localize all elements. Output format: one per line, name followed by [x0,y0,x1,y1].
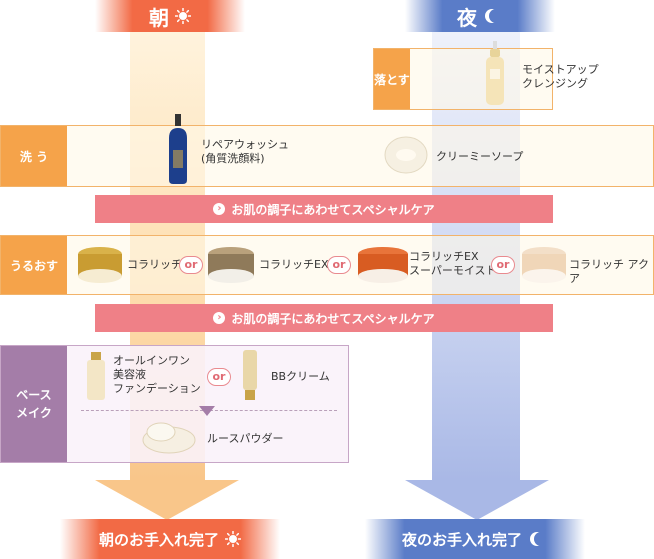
creamy-soap-image [384,136,428,174]
night-header: 夜 [405,0,555,32]
or-badge: or [327,256,351,274]
night-complete-label: 夜のお手入れ完了 [365,519,585,559]
base-make-box: ベース メイク オールインワン 美容液 ファンデーション or BBクリーム ル… [0,345,349,463]
wash-row: 洗 う リペアウォッシュ (角質洗顔料) クリーミーソープ [0,114,654,187]
colarich-ex-super-moist-jar-image [358,247,408,283]
remove-product-label: モイストアップ クレンジング [522,63,599,90]
morning-complete-text: 朝のお手入れ完了 [98,530,219,549]
creamy-soap-label: クリーミーソープ [436,150,524,163]
sun-icon [175,8,191,24]
morning-header: 朝 [95,0,245,32]
morning-flow-arrow-tip [95,480,239,520]
morning-complete-label: 朝のお手入れ完了 [60,519,280,559]
colarich-ex-jar-image [208,247,254,283]
arrow-circle-icon: › [213,203,226,215]
colarich-jar-image [78,247,122,283]
base-make-label: ベース メイク [1,346,67,462]
night-complete-text: 夜のお手入れ完了 [401,530,522,549]
cleansing-bottle-image [486,41,504,105]
colarich-aqua-label: コラリッチ アクア [569,258,649,285]
special-care-label: お肌の調子にあわせてスペシャルケア [231,311,435,326]
or-badge: or [207,368,231,386]
night-header-label: 夜 [457,5,477,30]
special-care-label: お肌の調子にあわせてスペシャルケア [231,202,435,217]
loose-powder-image [142,422,196,454]
morning-header-label: 朝 [149,5,169,30]
moisturize-row-label: うるおす [1,236,67,294]
repair-wash-label: リペアウォッシュ (角質洗顔料) [201,138,289,165]
moon-icon [534,532,548,546]
bb-cream-tube-image [243,350,257,400]
sun-icon [225,531,241,547]
special-care-bar-2[interactable]: › お肌の調子にあわせてスペシャルケア [95,304,553,332]
night-flow-arrow-tip [405,480,549,520]
special-care-bar-1[interactable]: › お肌の調子にあわせてスペシャルケア [95,195,553,223]
or-badge: or [491,256,515,274]
colarich-ex-label: コラリッチEX [259,258,329,271]
colarich-aqua-jar-image [522,247,566,283]
colarich-ex-super-moist-label: コラリッチEX スーパーモイスト [409,250,497,277]
loose-powder-label: ルースパウダー [207,432,284,445]
moon-icon [489,9,503,23]
remove-row-label: 落とす [374,49,410,109]
all-in-one-foundation-label: オールインワン 美容液 ファンデーション [113,354,201,395]
or-badge: or [179,256,203,274]
all-in-one-foundation-bottle-image [87,352,105,400]
colarich-label: コラリッチ [127,258,182,271]
arrow-circle-icon: › [213,312,226,324]
wash-row-label: 洗 う [1,126,67,186]
remove-row: 落とす モイストアップ クレンジング [373,41,599,110]
bb-cream-label: BBクリーム [271,370,330,383]
repair-wash-bottle-image [169,114,187,184]
moisturize-row: うるおす コラリッチ or コラリッチEX or コラリッチEX スーパーモイス… [0,235,654,295]
down-triangle-icon [199,406,215,416]
